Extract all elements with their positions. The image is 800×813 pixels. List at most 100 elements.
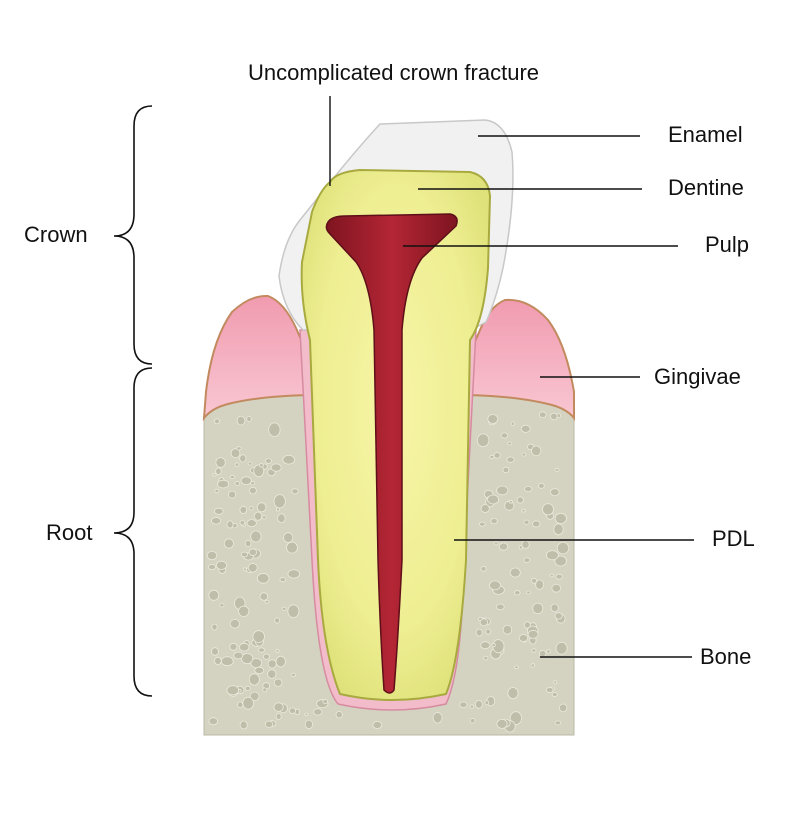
label-fracture: Uncomplicated crown fracture [248,60,540,85]
bone-pore [223,538,234,549]
bone-pore [240,476,252,486]
bone-pore [526,590,531,595]
bone-pore [229,642,238,651]
bone-pore [490,517,498,525]
bone-pore [532,602,544,615]
bone-pore [246,519,257,527]
bone-pore [226,685,240,696]
bone-pore [279,577,287,583]
bone-pore [248,673,260,686]
bone-pore [253,511,263,521]
bone-pore [215,467,222,476]
label-enamel: Enamel [668,122,743,147]
bone-pore [249,691,260,702]
bone-pore [550,603,559,613]
bone-pore [262,687,268,693]
bone-pore [556,541,570,555]
bone-pore [206,551,218,561]
bone-pore [273,494,286,509]
bone-pore [258,463,264,468]
bone-pore [246,416,252,422]
bone-pore [236,446,242,451]
bone-pore [554,512,567,524]
bone-pore [233,651,244,660]
bone-pore [268,422,281,437]
bone-pore [214,488,220,494]
bone-pore [553,523,564,536]
bone-pore [531,445,542,457]
bone-pore [217,479,230,489]
bone-pore [287,569,301,579]
bone-pore [253,464,265,478]
label-dentine: Dentine [668,175,744,200]
bone-pore [496,719,508,729]
bone-pore [551,692,558,697]
label-bone: Bone [700,644,752,669]
bone-pore [506,456,515,463]
bone-pore [480,641,491,650]
label-crown: Crown [24,222,88,247]
bone-pore [304,719,313,730]
bone-pore [291,488,299,495]
bone-pore [214,656,222,665]
bone-pore [509,711,523,725]
bone-pore [241,653,254,665]
bone-texture [206,411,570,733]
bone-pore [484,700,490,706]
bone-pore [229,619,240,629]
bone-pore [487,494,500,505]
bone-pore [259,592,269,601]
bone-pore [521,509,526,513]
bone-pore [480,504,490,513]
bone-pore [212,473,217,477]
bone-pore [516,496,524,504]
bone-pore [242,567,247,572]
bone-pore [264,720,274,728]
bone-pore [491,642,496,648]
bone-pore [230,448,241,459]
bone-pore [322,699,329,704]
bone-pore [545,687,554,693]
bone-pore [304,712,309,716]
label-gingivae: Gingivae [654,364,741,389]
bone-pore [256,502,267,513]
bone-pore [432,712,443,724]
bone-pore [250,481,256,486]
bone-pore [248,548,258,556]
bone-pore [275,655,286,668]
bone-pore [267,659,277,669]
bone-pore [530,663,535,668]
bone-pore [287,604,300,618]
bone-pore [270,463,282,472]
bone-pore [549,573,554,578]
bone-pore [277,513,286,523]
bone-pore [275,507,280,512]
bone-pore [555,573,563,580]
bone-pore [538,411,547,419]
bone-pore [290,672,297,677]
bone-pore [546,550,559,561]
bone-pore [281,606,287,611]
label-pdl: PDL [712,526,755,551]
root-brace [113,367,153,697]
bone-pore [489,580,501,591]
bone-pore [531,648,537,653]
bone-pore [237,701,244,709]
bone-pore [485,628,491,635]
bone-pore [208,589,220,601]
bone-pore [514,590,521,596]
bone-pore [283,532,294,543]
bone-pore [228,490,237,499]
bone-pore [523,557,531,563]
bone-pore [252,630,265,643]
bone-pore [229,474,235,480]
bone-pore [288,707,296,714]
bone-pore [335,711,343,719]
bone-pore [215,560,228,570]
bone-pore [219,603,225,608]
bone-pore [527,629,539,639]
bone-pore [479,521,486,527]
bone-pore [553,680,558,685]
